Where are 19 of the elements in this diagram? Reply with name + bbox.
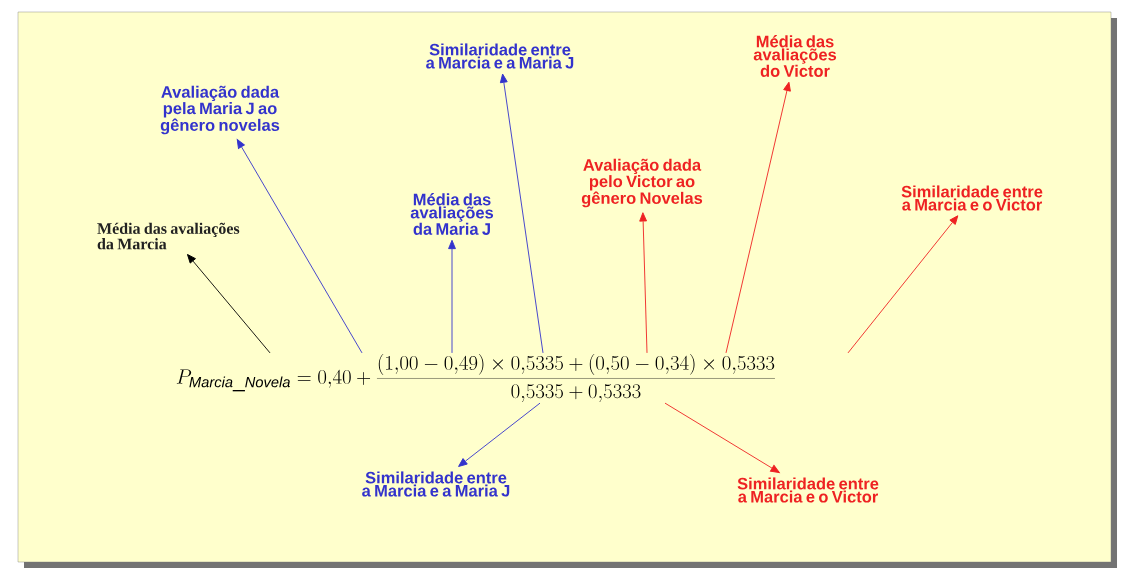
annotation-text: Média das avaliações da Maria J: [410, 193, 494, 235]
annotation-text: Similaridade entre a Marcia e o Victor: [737, 477, 879, 503]
arrow: [448, 239, 456, 354]
annotation-text: Similaridade entre a Marcia e o Victor: [901, 185, 1043, 211]
arrow: [236, 139, 363, 354]
arrow: [725, 81, 791, 354]
formula: $P_{\mathit{Marcia\_Novela}} = 0{,}40 + \frac{(1{,}00 - 0{,}49)\times 0{,}5335 + (0{,}50 - 0{,}34)\times 0{,}5333}{0{,}5335 + 0{,}5333}$: [176, 354, 775, 402]
annotation-text: Avaliação dada pelo Victor ao gênero Novelas: [581, 158, 703, 208]
arrow: [499, 73, 544, 354]
arrow: [847, 215, 959, 354]
annotation-text: Média das avaliações da Marcia: [97, 222, 240, 250]
arrow: [639, 212, 648, 354]
annotation-text: Avaliação dada pela Maria J ao gênero novelas: [160, 85, 280, 135]
arrow: [187, 254, 271, 354]
annotation-text: Similaridade entre a Marcia e a Maria J: [426, 43, 574, 69]
arrow: [664, 402, 780, 473]
annotation-text: Média das avaliações do Victor: [753, 35, 837, 77]
annotation-text: Similaridade entre a Marcia e a Maria J: [362, 471, 510, 497]
arrow: [458, 402, 541, 467]
